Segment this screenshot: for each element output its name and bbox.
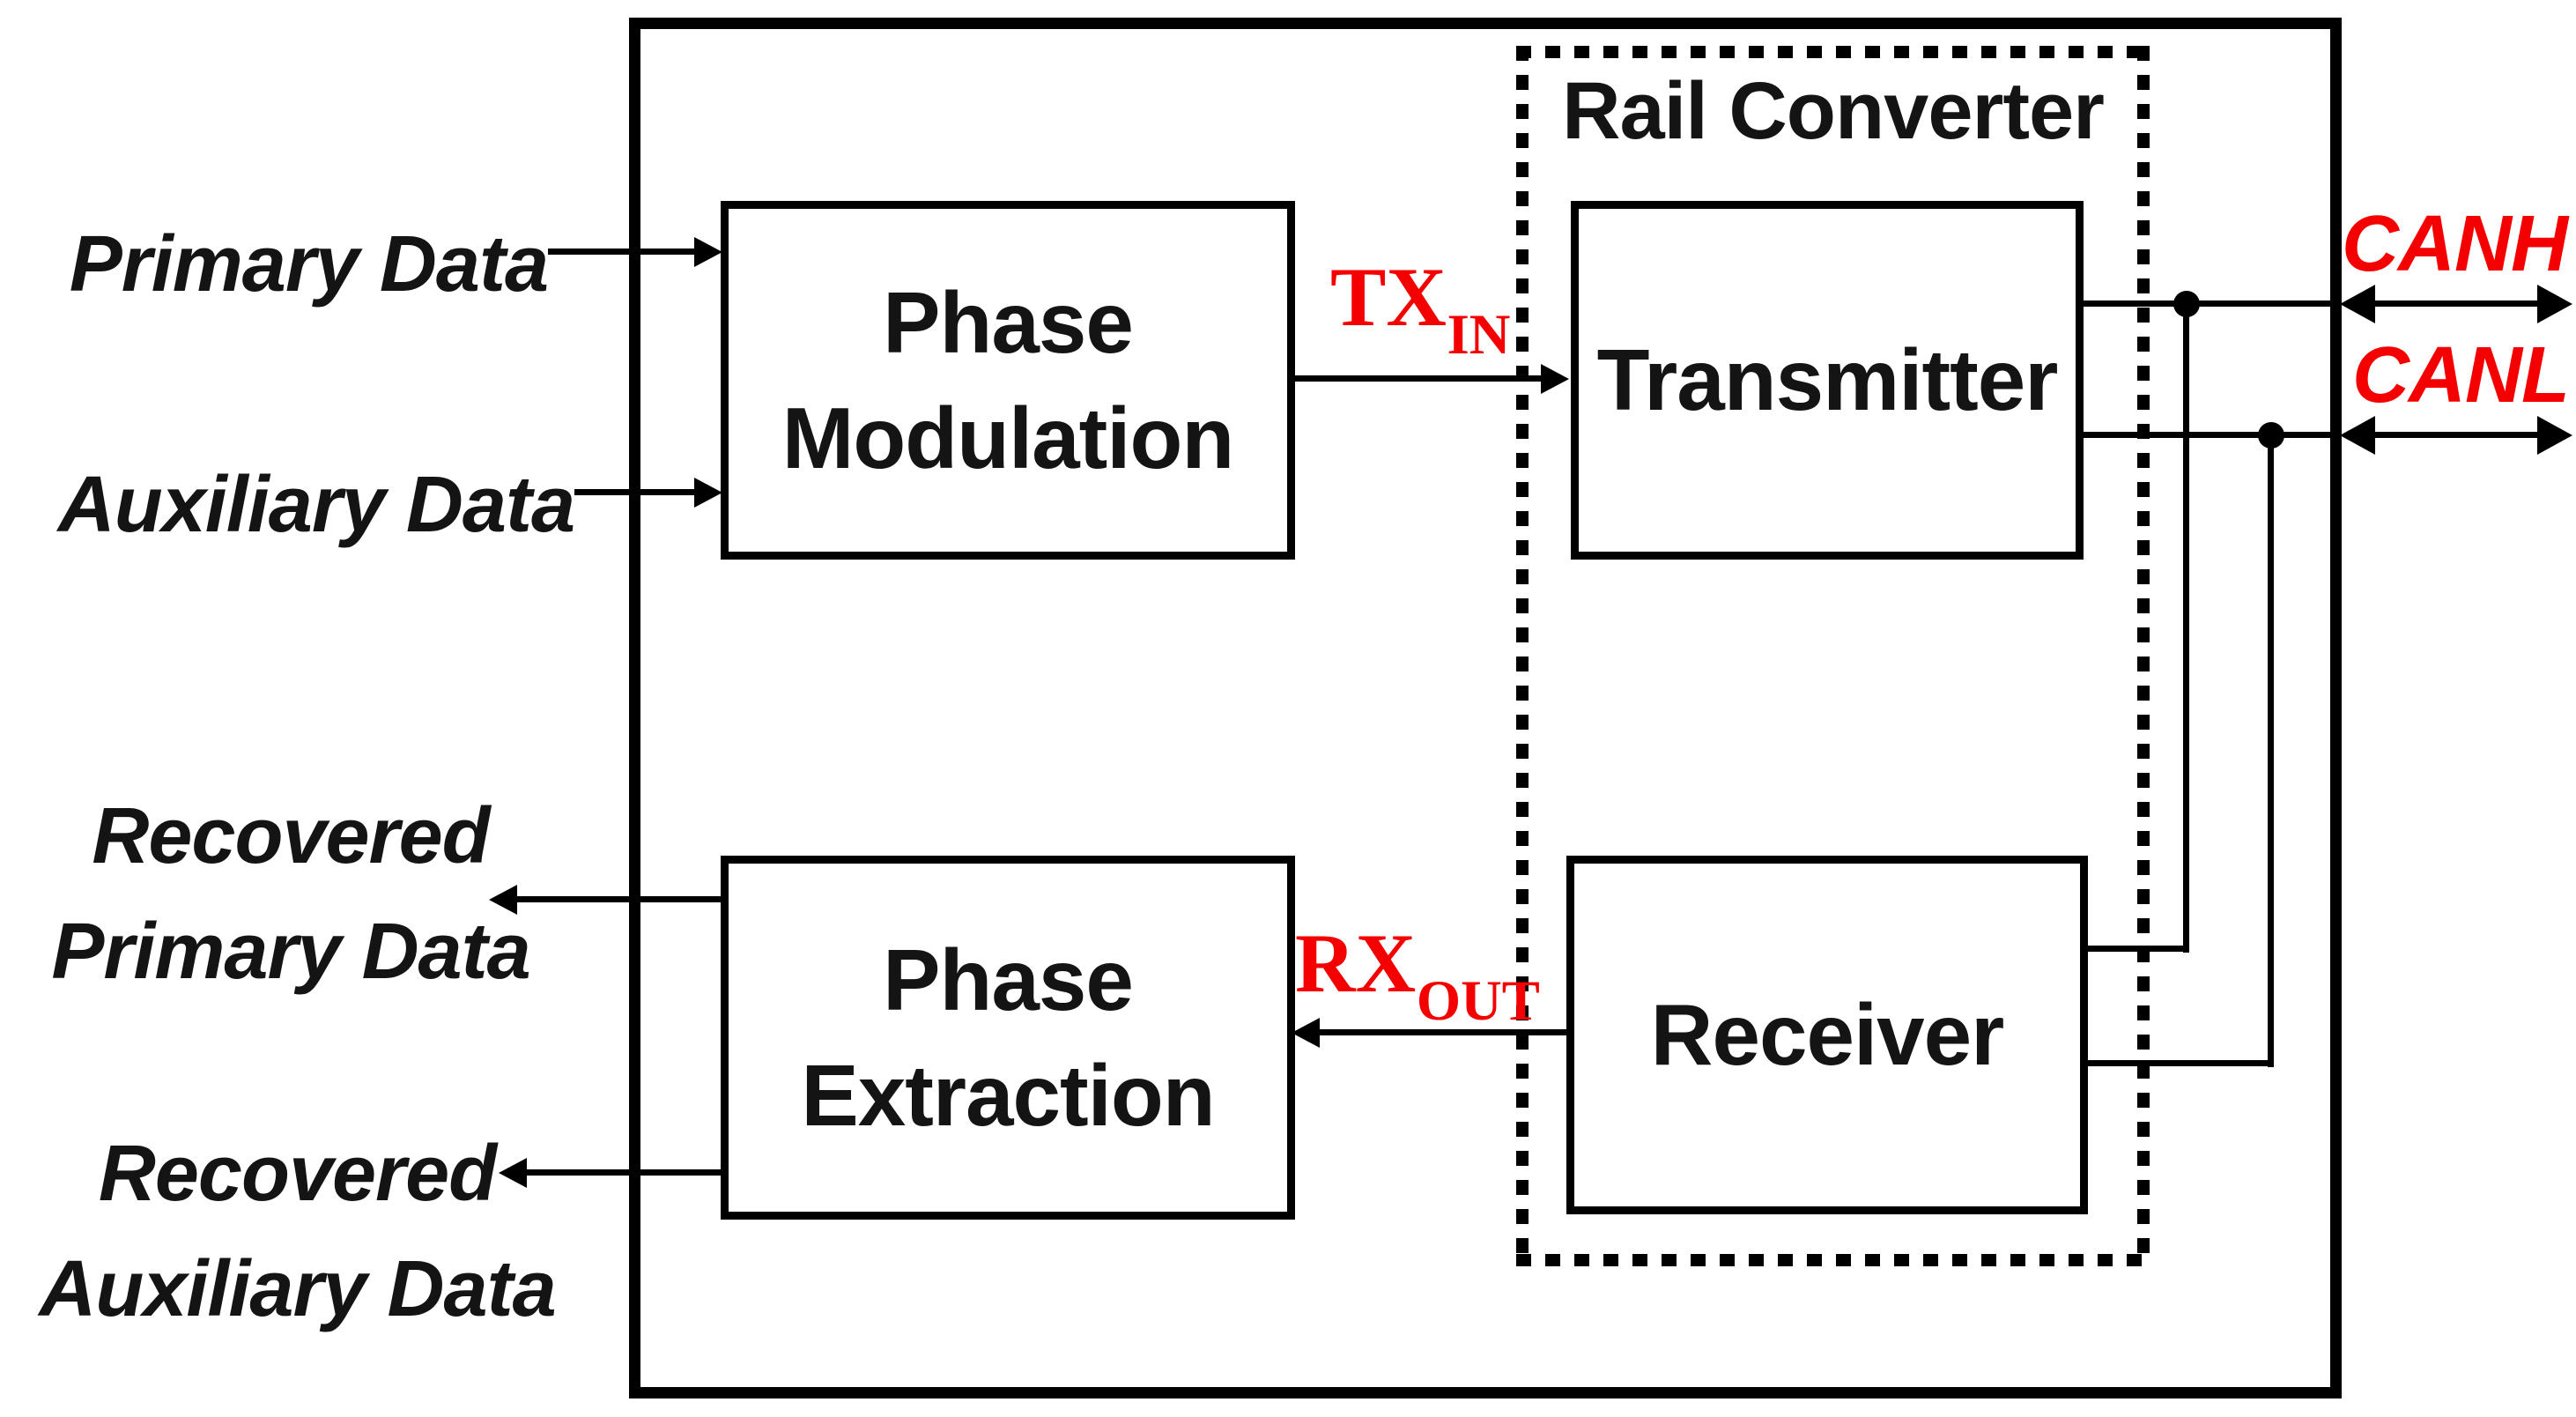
- phase-extraction-box: Phase Extraction: [721, 856, 1295, 1220]
- rx-out-label: RXOUT: [1295, 922, 1540, 1028]
- phase-extraction-label-line1: Phase: [883, 931, 1134, 1029]
- auxiliary-data-label: Auxiliary Data: [57, 461, 575, 549]
- rail-converter-label: Rail Converter: [1562, 66, 2105, 156]
- rx-out-label-base: RX: [1295, 916, 1417, 1010]
- phase-extraction-label: Phase Extraction: [801, 923, 1215, 1153]
- transmitter-box: Transmitter: [1571, 201, 2084, 560]
- canh-receiver-line: [2088, 946, 2189, 952]
- rail-converter-dashed-border-bottom: [1516, 1254, 2150, 1266]
- rail-converter-dashed-border-right: [2137, 46, 2150, 1266]
- recovered-auxiliary-data-line2: Auxiliary Data: [39, 1244, 556, 1333]
- primary-data-arrowhead: [694, 237, 722, 267]
- recovered-primary-data-label: Recovered Primary Data: [35, 779, 546, 1009]
- recovered-primary-arrowhead: [489, 885, 517, 915]
- rx-out-arrow-shaft: [1316, 1029, 1566, 1035]
- receiver-label: Receiver: [1650, 986, 2005, 1084]
- canh-label: CANH: [2342, 200, 2568, 288]
- canh-junction-dot: [2173, 291, 2200, 317]
- canl-internal-line: [2084, 432, 2342, 438]
- system-boundary-box: [629, 18, 2342, 1398]
- transmitter-label: Transmitter: [1596, 331, 2059, 429]
- tx-in-label-base: TX: [1330, 250, 1447, 344]
- recovered-auxiliary-arrowhead: [499, 1158, 527, 1188]
- canl-bus-arrowhead-right: [2537, 416, 2572, 455]
- canh-bus-line: [2370, 300, 2543, 307]
- phase-modulation-label-line2: Modulation: [781, 389, 1235, 486]
- canl-receiver-line: [2088, 1060, 2274, 1066]
- rx-out-label-subscript: OUT: [1416, 968, 1540, 1032]
- canl-label: CANL: [2352, 331, 2570, 419]
- phase-modulation-label: Phase Modulation: [781, 265, 1235, 495]
- rx-out-arrowhead: [1292, 1018, 1320, 1048]
- recovered-auxiliary-data-label: Recovered Auxiliary Data: [22, 1117, 573, 1347]
- recovered-primary-data-line2: Primary Data: [51, 907, 530, 996]
- canl-bus-line: [2370, 432, 2543, 438]
- tx-in-arrow-shaft: [1292, 375, 1546, 382]
- auxiliary-data-arrow-shaft: [574, 489, 698, 495]
- canl-vertical-line: [2268, 435, 2274, 1067]
- primary-data-arrow-shaft: [548, 249, 698, 255]
- phase-extraction-label-line2: Extraction: [801, 1046, 1215, 1144]
- tx-in-arrowhead: [1541, 364, 1569, 394]
- rail-converter-dashed-border-left: [1516, 46, 1529, 1266]
- receiver-box: Receiver: [1566, 856, 2088, 1214]
- recovered-auxiliary-data-line1: Recovered: [98, 1130, 497, 1218]
- canl-bus-arrowhead-left: [2340, 416, 2375, 455]
- primary-data-label: Primary Data: [69, 220, 549, 308]
- tx-in-label: TXIN: [1330, 256, 1510, 362]
- canh-vertical-line: [2183, 304, 2189, 953]
- canh-internal-line: [2084, 300, 2342, 307]
- recovered-primary-data-line1: Recovered: [92, 792, 490, 880]
- canh-bus-arrowhead-right: [2537, 285, 2572, 323]
- rail-converter-dashed-border-top: [1516, 46, 2150, 58]
- canl-junction-dot: [2258, 422, 2284, 449]
- phase-modulation-label-line1: Phase: [883, 274, 1134, 372]
- auxiliary-data-arrowhead: [694, 478, 722, 508]
- phase-modulation-box: Phase Modulation: [721, 201, 1295, 560]
- canh-bus-arrowhead-left: [2340, 285, 2375, 323]
- recovered-auxiliary-arrow-shaft: [523, 1169, 721, 1176]
- recovered-primary-arrow-shaft: [514, 896, 721, 902]
- tx-in-label-subscript: IN: [1447, 301, 1511, 366]
